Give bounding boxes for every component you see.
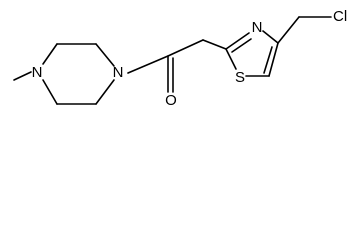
atom-n-methyl: N: [32, 64, 43, 81]
bond-carbonyl-ch2: [167, 39, 204, 57]
bond-piperazine-4: [95, 79, 115, 105]
molecule-structure: N N O S N Cl: [13, 8, 347, 109]
bond-methyl: [13, 71, 32, 81]
bond-c4-ch2: [277, 16, 300, 44]
bond-thiazole-c4-c5-1: [268, 42, 279, 77]
atom-sulfur: S: [235, 69, 245, 86]
bond-piperazine-1: [42, 43, 58, 65]
atom-chlorine: Cl: [333, 8, 347, 25]
bond-n-carbonyl: [127, 55, 169, 74]
bond-thiazole-s1-c2: [225, 48, 237, 70]
bond-thiazole-c4-c5-2: [263, 46, 273, 74]
bond-piperazine-3: [95, 43, 115, 67]
atom-oxygen: O: [165, 92, 177, 109]
molecule-diagram: N N O S N Cl: [13, 7, 348, 109]
bond-piperazine-6: [42, 79, 58, 105]
atom-n-thiazole: N: [252, 19, 263, 36]
bond-ch2-thiazole: [202, 39, 227, 50]
atom-n-amide: N: [113, 64, 124, 81]
bond-thiazole-n3-c4: [262, 30, 279, 44]
bond-thiazole-c2-n3-2: [231, 38, 252, 53]
bond-thiazole-c2-n3-1: [225, 32, 250, 50]
